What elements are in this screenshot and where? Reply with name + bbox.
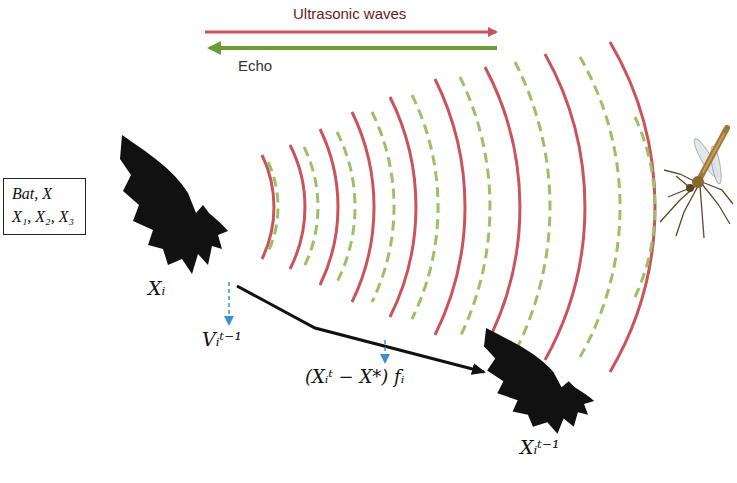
update-formula: (Xᵢᵗ − X*) fᵢ bbox=[305, 366, 404, 387]
box-body: X₁, X₂, X₃ bbox=[12, 207, 77, 227]
movement-arrow bbox=[237, 286, 484, 372]
position-symbol: Xᵢᵗ⁻¹ bbox=[520, 436, 560, 458]
dashed-pointer bbox=[384, 340, 386, 362]
mosquito-picture bbox=[660, 128, 733, 238]
echo-arrow bbox=[210, 46, 497, 50]
echo-label: Echo bbox=[238, 57, 272, 74]
position-symbol: Xᵢ bbox=[148, 277, 165, 299]
wave-arrow bbox=[205, 31, 496, 34]
bat-silhouette bbox=[484, 328, 594, 434]
bat-silhouette bbox=[120, 135, 228, 274]
velocity-symbol: Vᵢᵗ⁻¹ bbox=[202, 328, 242, 350]
wave-label: Ultrasonic waves bbox=[293, 5, 406, 22]
ultrasonic-arcs bbox=[262, 42, 655, 372]
echo-arcs bbox=[268, 57, 655, 357]
box-heading: Bat, X bbox=[12, 184, 77, 204]
variable-box: Bat, X X₁, X₂, X₃ bbox=[3, 178, 86, 235]
dashed-pointer bbox=[228, 282, 230, 324]
